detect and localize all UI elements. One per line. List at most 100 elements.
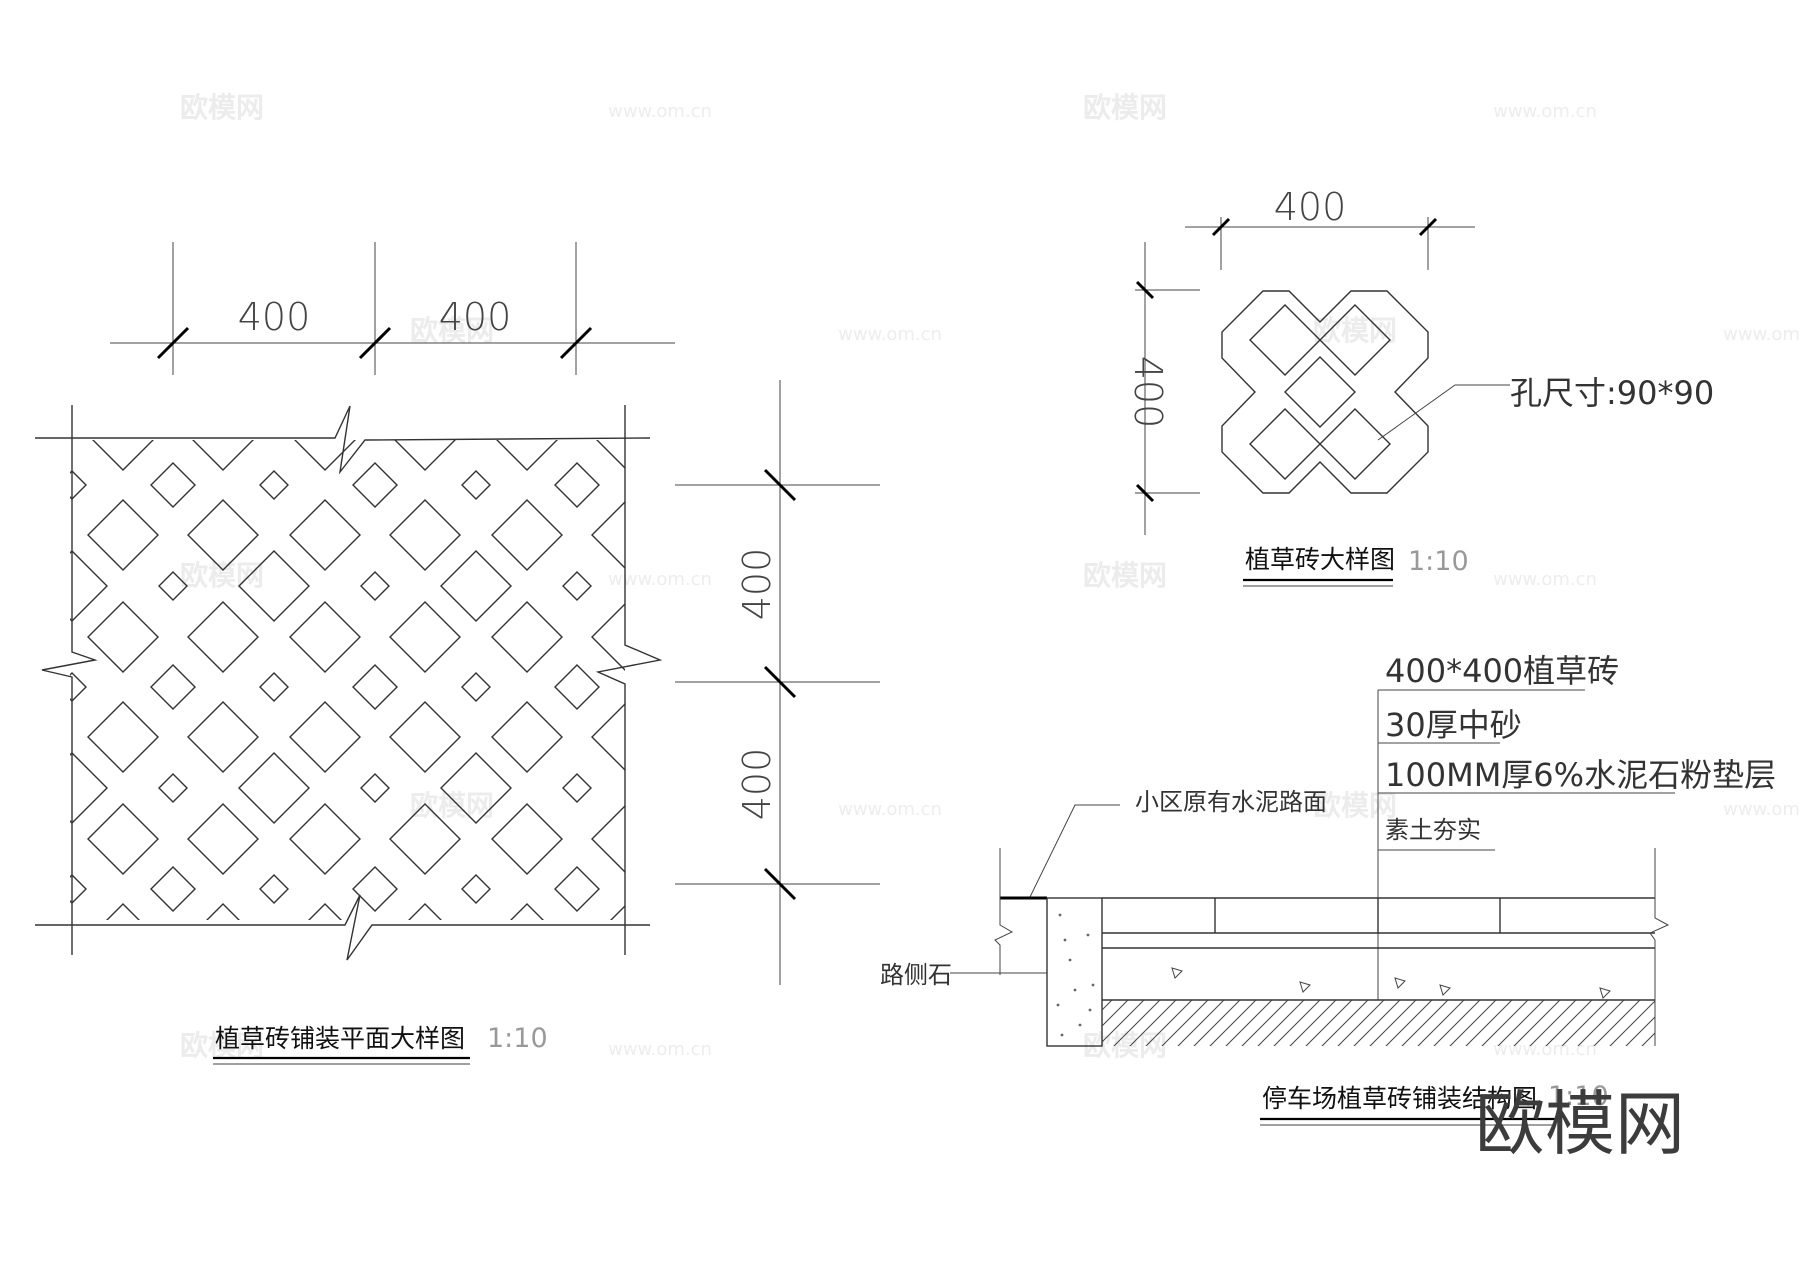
aggregate-mark [1394, 977, 1406, 989]
aggregate-mark [1439, 984, 1451, 996]
brick-hole [1319, 408, 1391, 480]
plan-hole [491, 701, 563, 773]
detail-title: 植草砖大样图 [1245, 545, 1395, 574]
plan-hole [238, 752, 310, 824]
plan-hole [289, 701, 361, 773]
plan-hole [643, 955, 713, 1025]
plan-hole [440, 550, 512, 622]
plan-hole [441, 955, 511, 1025]
plan-joint-diamond [664, 269, 692, 297]
detail-dim-width: 400 [1274, 185, 1347, 229]
plan-hole [389, 701, 461, 773]
plan-hole [106, 903, 140, 920]
plan-joint-diamond [664, 875, 692, 903]
plan-boundary-bottom [35, 894, 650, 961]
watermark-brand: 欧模网 [180, 91, 264, 124]
plan-scale: 1:10 [487, 1023, 548, 1054]
compacted-soil-hatch [1102, 1000, 1655, 1046]
plan-hole [591, 501, 625, 569]
road-break [994, 848, 1014, 975]
existing-road-note: 小区原有水泥路面 [1135, 788, 1327, 816]
plan-boundary-right [595, 405, 663, 955]
plan-dim-side-1: 400 [735, 548, 779, 621]
plan-hole [0, 904, 56, 974]
plan-hole [0, 602, 56, 672]
layer-label-brick: 400*400植草砖 [1385, 652, 1619, 690]
plan-joint-diamond [554, 866, 600, 912]
plan-hole [389, 803, 461, 875]
curb-speckle-dot [1073, 988, 1077, 992]
aggregate-mark [1171, 967, 1183, 979]
watermark-brand: 欧模网 [410, 314, 494, 347]
curb-speckle-dot [1068, 958, 1072, 962]
plan-hole [187, 601, 259, 673]
plan-hole [643, 753, 713, 823]
detail-scale: 1:10 [1408, 546, 1469, 577]
section-break-right [1649, 848, 1670, 1046]
curb-speckle-dot [1063, 938, 1067, 942]
plan-hole [0, 400, 56, 470]
brick-outline [1221, 290, 1429, 494]
plan-hole [289, 601, 361, 673]
section-scale: 1:10 [1548, 1081, 1609, 1112]
plan-hole [510, 903, 544, 920]
plan-hole [0, 298, 56, 368]
plan-hole [592, 298, 662, 368]
watermark-layer: 欧模网 www.om.cn 欧模网 www.om.cn 欧模网 www.om.cn 欧模网 w… [180, 91, 1800, 1062]
plan-hole [0, 702, 56, 772]
dim-tick [1211, 217, 1231, 237]
watermark-url: www.om.cn [1493, 101, 1597, 122]
curb-speckle-dot [1060, 1033, 1064, 1037]
plan-hole [0, 1006, 56, 1076]
plan-hole [206, 903, 240, 920]
aggregate-mark [1599, 987, 1611, 999]
curb-speckle-dot [1086, 933, 1090, 937]
section-view: 400*400植草砖 30厚中砂 100MM厚6%水泥石粉垫层 素土夯实 小区原… [880, 652, 1776, 1126]
plan-joint-diamond [563, 976, 591, 1004]
plan-hole [238, 550, 310, 622]
plan-hole [441, 349, 511, 419]
plan-joint-diamond [664, 673, 692, 701]
brick-detail-view: 400 400 孔尺寸:90*90 植草砖大样图 1:10 [1126, 185, 1714, 587]
dim-tick [559, 326, 593, 360]
plan-dim-side-2: 400 [735, 748, 779, 821]
curb-speckle-dot [1088, 1008, 1092, 1012]
plan-hole [408, 903, 442, 920]
dim-tick [1418, 217, 1438, 237]
layer-label-cushion: 100MM厚6%水泥石粉垫层 [1385, 756, 1776, 794]
plan-hole [87, 803, 159, 875]
plan-hole [0, 804, 56, 874]
plan-hole [440, 752, 512, 824]
watermark-brand: 欧模网 [1313, 789, 1397, 822]
plan-joint-diamond [562, 773, 592, 803]
plan-diamond-pattern [0, 269, 764, 1076]
plan-hole [289, 499, 361, 571]
watermark-brand: 欧模网 [1313, 314, 1397, 347]
layer-label-sand: 30厚中砂 [1385, 706, 1522, 744]
plan-hole [694, 904, 764, 974]
watermark-url: www.om.cn [1723, 324, 1800, 345]
plan-hole [87, 701, 159, 773]
curb-speckle-dot [1056, 1003, 1060, 1007]
plan-hole [610, 905, 625, 920]
plan-joint-diamond [58, 269, 86, 297]
watermark-brand: 欧模网 [180, 1029, 264, 1062]
curb-concrete-texture [1056, 913, 1095, 1037]
dim-tick [1135, 483, 1155, 503]
watermark-brand: 欧模网 [180, 559, 264, 592]
plan-hole [87, 601, 159, 673]
plan-hole [694, 298, 764, 368]
plan-boundary-left [41, 405, 98, 955]
plan-hole [389, 601, 461, 673]
hole-size-note: 孔尺寸:90*90 [1510, 374, 1714, 412]
plan-joint-diamond [461, 672, 491, 702]
plan-hole [289, 803, 361, 875]
layer-label-soil: 素土夯实 [1385, 816, 1481, 844]
plan-joint-diamond [352, 462, 398, 508]
watermark-url: www.om.cn [608, 1039, 712, 1060]
plan-hole [643, 349, 713, 419]
detail-dim-height: 400 [1126, 356, 1170, 429]
watermark-url: www.om.cn [838, 324, 942, 345]
dim-tick [763, 867, 797, 901]
